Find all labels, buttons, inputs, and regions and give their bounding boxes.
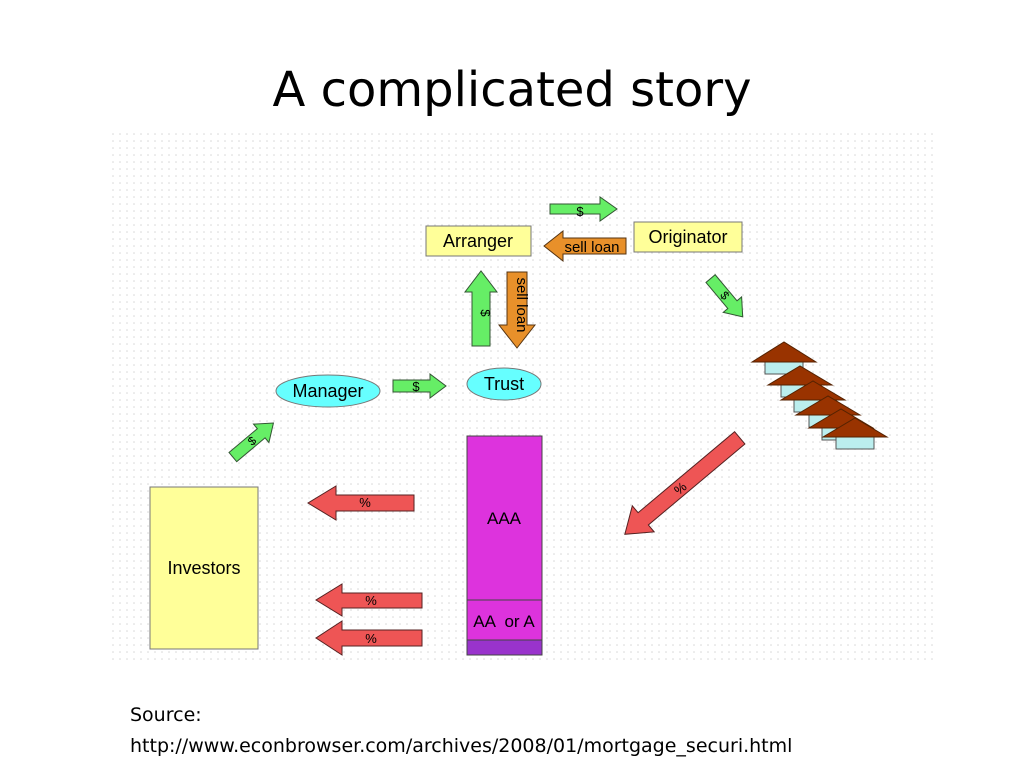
sell-loan-arrow-originator-to-arranger: sell loan <box>543 229 627 263</box>
house-icon <box>821 417 889 450</box>
svg-text:$: $ <box>478 309 493 317</box>
source-url: http://www.econbrowser.com/archives/2008… <box>130 735 793 757</box>
svg-text:$: $ <box>576 204 584 219</box>
tranche-equity <box>466 639 543 656</box>
svg-text:$: $ <box>412 379 420 394</box>
trust-label: Trust <box>484 374 524 394</box>
percent-arrow-aa-to-investors: % <box>315 583 423 617</box>
arranger-label: Arranger <box>443 231 513 251</box>
dollar-arrow-originator-to-homes: $ <box>705 274 744 318</box>
sell-loan-arrow-arranger-to-trust: sell loan <box>497 271 537 349</box>
investors-label: Investors <box>167 558 240 578</box>
investors-box <box>149 486 259 650</box>
percent-arrow-aaa-to-investors: % <box>307 485 415 521</box>
svg-text:%: % <box>365 631 377 646</box>
manager-ellipse <box>275 374 381 408</box>
originator-box <box>633 221 743 253</box>
source-label: Source: <box>130 704 202 726</box>
tranche-aa <box>466 599 543 641</box>
trust-ellipse <box>466 367 542 401</box>
tranche-aaa <box>466 435 543 601</box>
originator-label: Originator <box>648 227 727 247</box>
houses-group <box>750 341 889 450</box>
svg-text:sell loan: sell loan <box>513 277 530 332</box>
arranger-box <box>425 225 532 257</box>
source-citation: Source: http://www.econbrowser.com/archi… <box>130 700 792 762</box>
percent-arrow-homes-to-trust: % <box>624 431 746 535</box>
dollar-arrow-trust-to-arranger: $ <box>463 270 499 347</box>
tranche-aa-label: AA or A <box>473 612 535 631</box>
manager-label: Manager <box>292 381 363 401</box>
slide-title: A complicated story <box>272 62 752 118</box>
dollar-arrow-arranger-to-originator: $ <box>549 196 618 222</box>
dollar-arrow-manager-to-trust: $ <box>392 373 447 399</box>
tranche-aaa-label: AAA <box>487 509 522 528</box>
svg-text:sell loan: sell loan <box>564 239 619 256</box>
svg-text:%: % <box>365 593 377 608</box>
percent-arrow-equity-to-investors: % <box>315 620 423 656</box>
svg-text:%: % <box>359 495 371 510</box>
dollar-arrow-investors-to-manager: $ <box>228 422 275 463</box>
